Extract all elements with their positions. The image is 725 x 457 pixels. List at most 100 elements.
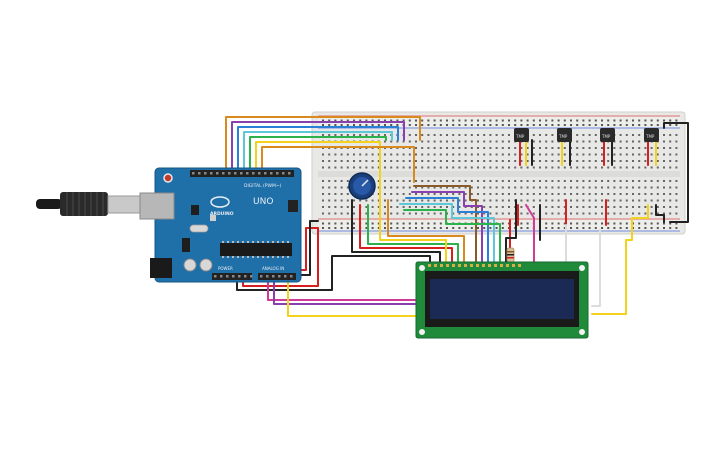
breadboard-hole (390, 222, 393, 225)
wire-sensor4-yellow-low[interactable] (591, 204, 649, 315)
breadboard-hole (508, 212, 510, 215)
wire-black-resistor[interactable] (505, 199, 517, 266)
breadboard-hole (557, 160, 560, 162)
temperature-sensor-2[interactable]: TMP (557, 128, 572, 142)
usb-grip-rib (96, 192, 98, 216)
breadboard-hole (353, 160, 355, 162)
breadboard-hole (594, 193, 597, 195)
breadboard-hole (477, 186, 479, 189)
wire-yellow-lcd[interactable] (287, 279, 421, 317)
wire-green-lcd[interactable] (403, 209, 501, 266)
breadboard-hole (594, 180, 597, 182)
breadboard-hole (458, 124, 461, 126)
wire-sensor3-white[interactable] (591, 229, 601, 307)
wire-sensor1-magenta[interactable] (525, 204, 535, 266)
header-pin (228, 172, 231, 175)
breadboard-hole (570, 180, 572, 182)
breadboard-hole (346, 119, 349, 122)
wire-red-pot[interactable] (359, 204, 453, 266)
wire-orange-top-2[interactable] (261, 146, 415, 183)
breadboard-hole (334, 186, 337, 189)
breadboard-hole (656, 193, 659, 195)
breadboard-hole (433, 180, 436, 182)
breadboard-hole (613, 166, 616, 169)
wire-blue-top[interactable] (237, 126, 399, 173)
lcd-pin (446, 264, 449, 267)
breadboard-hole (446, 227, 448, 229)
breadboard-hole (446, 199, 448, 202)
breadboard-hole (477, 180, 479, 182)
wire-magenta-lcd[interactable] (267, 279, 421, 301)
wire-purple-lcd-2[interactable] (411, 191, 483, 266)
breadboard-hole (508, 119, 510, 122)
breadboard-hole (353, 222, 355, 225)
breadboard-hole (607, 160, 610, 162)
breadboard-hole (408, 166, 411, 169)
breadboard-hole (371, 222, 374, 225)
breadboard-hole (427, 193, 430, 195)
wire-sensor4-black-low[interactable] (655, 204, 665, 223)
usb-cable[interactable] (36, 192, 157, 216)
breadboard-hole (619, 193, 622, 195)
breadboard-hole (415, 124, 417, 126)
temperature-sensor-1[interactable]: TMP (514, 128, 529, 142)
wire-black-lcd[interactable] (236, 255, 431, 291)
breadboard-hole (452, 147, 455, 149)
breadboard-hole (384, 193, 386, 195)
breadboard-hole (371, 134, 374, 136)
usb-chip (191, 205, 199, 215)
wire-sensor4-black[interactable] (663, 122, 689, 223)
breadboard-hole (588, 119, 591, 122)
breadboard-hole (477, 199, 479, 202)
breadboard-hole (421, 160, 424, 162)
breadboard-hole (415, 160, 417, 162)
wire-brown-lcd[interactable] (413, 185, 477, 266)
breadboard-hole (601, 186, 603, 189)
breadboard-hole (464, 166, 467, 169)
breadboard-hole (495, 186, 498, 189)
breadboard-hole (601, 180, 603, 182)
breadboard-hole (532, 153, 535, 156)
temperature-sensor-3[interactable]: TMP (600, 128, 615, 142)
wire-red-lcd[interactable] (242, 227, 319, 287)
breadboard-hole (408, 153, 411, 156)
wire-yellow-pot[interactable] (379, 149, 447, 266)
header-pin (198, 172, 201, 175)
breadboard-hole (390, 140, 393, 143)
breadboard-hole (377, 227, 380, 229)
breadboard-hole (402, 206, 405, 208)
breadboard-hole (508, 166, 510, 169)
breadboard-hole (607, 222, 610, 225)
breadboard-hole (433, 166, 436, 169)
breadboard-hole (452, 119, 455, 122)
wire-black-pot[interactable] (351, 199, 441, 266)
lcd-16x2[interactable] (415, 261, 589, 339)
crystal (189, 224, 209, 233)
breadboard-hole (477, 227, 479, 229)
breadboard-hole (545, 134, 548, 136)
wire-purple-top[interactable] (231, 121, 405, 173)
breadboard-hole (415, 199, 417, 202)
breadboard-hole (545, 186, 548, 189)
arduino-uno-board[interactable]: DIGITAL (PWM~) ARDUINO UNO POWER ANALOG … (139, 167, 302, 283)
potentiometer[interactable] (348, 172, 376, 200)
wire-orange-pot[interactable] (387, 199, 465, 266)
wire-purple-lcd[interactable] (273, 279, 421, 305)
wire-cyan-lcd[interactable] (399, 203, 495, 266)
breadboard-hole (594, 147, 597, 149)
breadboard-hole (328, 180, 331, 182)
breadboard-hole (675, 119, 678, 122)
breadboard-hole (607, 206, 610, 208)
wire-red-power[interactable] (299, 227, 319, 271)
breadboard-hole (526, 153, 529, 156)
wire-blue-lcd[interactable] (405, 197, 489, 266)
wire-green-pot[interactable] (367, 204, 459, 266)
wire-orange-top[interactable] (225, 116, 421, 173)
breadboard-hole (557, 222, 560, 225)
reset-button[interactable] (163, 173, 173, 183)
wire-green-top[interactable] (249, 136, 387, 173)
temperature-sensor-4[interactable]: TMP (644, 128, 659, 142)
breadboard-hole (334, 153, 337, 156)
resistor[interactable] (506, 247, 515, 263)
wire-cyan-top[interactable] (243, 131, 393, 173)
